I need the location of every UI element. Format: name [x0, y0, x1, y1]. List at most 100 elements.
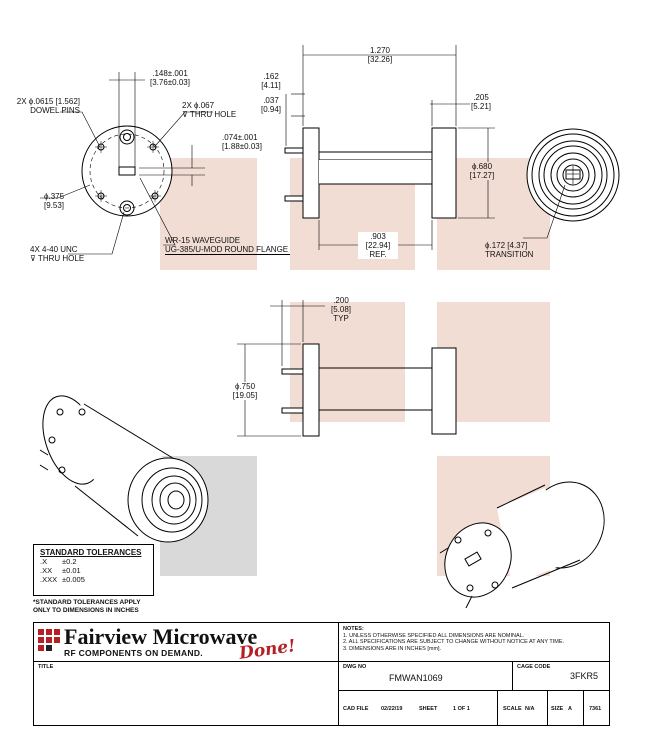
dwg-no-value: FMWAN1069: [389, 673, 443, 683]
pin-dim-in: .200: [333, 296, 349, 305]
tolerance-key: .XXX: [40, 575, 58, 584]
height-dim-mm: [1.88±0.03]: [222, 142, 262, 151]
dowel-note-line1: 2X ϕ.0615 [1.562]: [16, 97, 80, 106]
width-dim-in: .148±.001: [152, 69, 188, 78]
sheet-label: SHEET: [419, 706, 438, 712]
sheet-value: 1 OF 1: [453, 706, 470, 712]
width-dim: .148±.001 [3.76±0.03]: [140, 69, 200, 87]
tap-note: 4X 4-40 UNC ⊽ THRU HOLE: [30, 245, 100, 263]
tolerance-row: .XXX ±0.005: [40, 575, 147, 584]
overall-length-in: 1.270: [369, 46, 391, 55]
size-label: SIZE: [551, 706, 564, 712]
overall-length-dim: 1.270 [32.26]: [350, 46, 410, 64]
transition-note: ϕ.172 [4.37] TRANSITION: [485, 241, 555, 259]
title-label: TITLE: [38, 664, 54, 670]
transition-note-line2: TRANSITION: [485, 250, 534, 259]
thru-hole-line1: 2X ϕ.067: [182, 101, 215, 110]
transition-note-line1: ϕ.172 [4.37]: [485, 241, 528, 250]
thru-hole-note: 2X ϕ.067 ⊽ THRU HOLE: [182, 101, 242, 119]
flange-thickness-in: .162: [263, 72, 279, 81]
iso-left: [39, 395, 209, 543]
tolerance-key: .XX: [40, 566, 53, 575]
dowel-note-line2: DOWEL PINS: [30, 106, 80, 115]
dwg-no-cell: DWG NO FMWAN1069: [338, 661, 513, 691]
dwg-no-label: DWG NO: [343, 664, 367, 670]
transition-thickness-dim: .205 [5.21]: [466, 93, 496, 111]
note-item: 3. DIMENSIONS ARE IN INCHES [mm].: [343, 645, 442, 652]
logo-cell: Fairview Microwave RF COMPONENTS ON DEMA…: [33, 622, 339, 664]
company-name: Fairview Microwave: [64, 624, 258, 649]
cage-code-label: CAGE CODE: [517, 664, 551, 670]
info-divider: [497, 691, 498, 725]
waveguide-note: WR-15 WAVEGUIDE UG-385/U-MOD ROUND FLANG…: [165, 236, 290, 255]
pin-dim: .200 [5.08] TYP: [325, 296, 357, 323]
scale-label: SCALE: [503, 706, 522, 712]
tolerance-footnote-line2: ONLY TO DIMENSIONS IN INCHES: [33, 607, 139, 614]
width-dim-mm: [3.76±0.03]: [150, 78, 190, 87]
end-view: [523, 128, 620, 239]
tap-note-line1: 4X 4-40 UNC: [30, 245, 78, 254]
height-dim: .074±.001 [1.88±0.03]: [222, 133, 282, 151]
info-divider: [547, 691, 548, 725]
transition-diameter-mm: [17.27]: [469, 171, 495, 180]
info-divider: [583, 691, 584, 725]
transition-thickness-in: .205: [473, 93, 489, 102]
tolerance-value: ±0.005: [62, 575, 85, 584]
cad-file-label: CAD FILE: [343, 706, 369, 712]
bolt-circle-mm: [9.53]: [44, 201, 65, 210]
tolerance-value: ±0.01: [62, 566, 81, 575]
tap-note-line2: ⊽ THRU HOLE: [30, 254, 85, 263]
thru-hole-line2: ⊽ THRU HOLE: [182, 110, 237, 119]
transition-diameter-in: ϕ.680: [471, 162, 493, 171]
tolerance-title: STANDARD TOLERANCES: [40, 548, 142, 557]
scale-value: N/A: [525, 706, 535, 712]
tolerance-row: .XX ±0.01: [40, 566, 147, 575]
company-logo-icon: [38, 629, 60, 651]
tolerance-box: STANDARD TOLERANCES .X ±0.2 .XX ±0.01 .XXX…: [33, 544, 154, 596]
flange-thickness-dim: .162 [4.11]: [256, 72, 286, 90]
size-value: A: [568, 706, 572, 712]
body-length-mm: [22.94]: [365, 241, 391, 250]
notes-cell: NOTES: 1. UNLESS OTHERWISE SPECIFIED ALL…: [338, 622, 610, 662]
flange-thickness-mm: [4.11]: [261, 81, 281, 90]
pin-dim-typ: TYP: [333, 314, 349, 323]
iso-right: [439, 481, 605, 609]
flange-diameter-mm: [19.05]: [232, 391, 258, 400]
body-length-in: .903: [370, 232, 386, 241]
note-item: 2. ALL SPECIFICATIONS ARE SUBJECT TO CHA…: [343, 639, 565, 645]
height-dim-in: .074±.001: [222, 133, 258, 142]
front-dim-lines: [40, 72, 213, 255]
overall-length-mm: [32.26]: [367, 55, 393, 64]
tolerance-value: ±0.2: [62, 557, 77, 566]
cad-file-date: 02/22/19: [381, 706, 403, 712]
front-flange: [81, 125, 173, 217]
cage-code-value: 3FKR5: [570, 671, 599, 681]
notes-heading: NOTES:: [343, 626, 364, 632]
info-row: CAD FILE 02/22/19 SHEET 1 OF 1 SCALE N/A…: [338, 690, 610, 726]
body-length-ref: REF.: [369, 250, 387, 259]
dowel-note: 2X ϕ.0615 [1.562] DOWEL PINS: [12, 97, 80, 115]
transition-thickness-mm: [5.21]: [470, 102, 491, 111]
company-tagline: RF COMPONENTS ON DEMAND.: [64, 648, 203, 658]
top-view: [281, 343, 457, 437]
doc-number: 7361: [589, 706, 602, 712]
tolerance-footnote-line1: *STANDARD TOLERANCES APPLY: [33, 599, 141, 606]
pin-dim-mm: [5.08]: [330, 305, 351, 314]
pin-length-in: .037: [263, 96, 279, 105]
transition-diameter-dim: ϕ.680 [17.27]: [462, 162, 502, 180]
bolt-circle-in: ϕ.375: [44, 192, 65, 201]
tolerance-key: .X: [40, 557, 48, 566]
cage-code-cell: CAGE CODE 3FKR5: [512, 661, 610, 691]
pin-length-mm: [0.94]: [260, 105, 281, 114]
waveguide-note-line2: UG-385/U-MOD ROUND FLANGE: [165, 245, 290, 255]
flange-diameter-dim: ϕ.750 [19.05]: [228, 382, 262, 400]
note-item: 1. UNLESS OTHERWISE SPECIFIED ALL DIMENS…: [343, 632, 525, 639]
side-view: [284, 127, 457, 219]
waveguide-note-line1: WR-15 WAVEGUIDE: [165, 236, 241, 245]
pin-length-dim: .037 [0.94]: [256, 96, 286, 114]
title-cell: TITLE: [33, 661, 339, 726]
bolt-circle-dim: ϕ.375 [9.53]: [44, 192, 84, 210]
flange-diameter-in: ϕ.750: [234, 382, 256, 391]
tolerance-footnote: *STANDARD TOLERANCES APPLY ONLY TO DIMEN…: [33, 599, 141, 615]
